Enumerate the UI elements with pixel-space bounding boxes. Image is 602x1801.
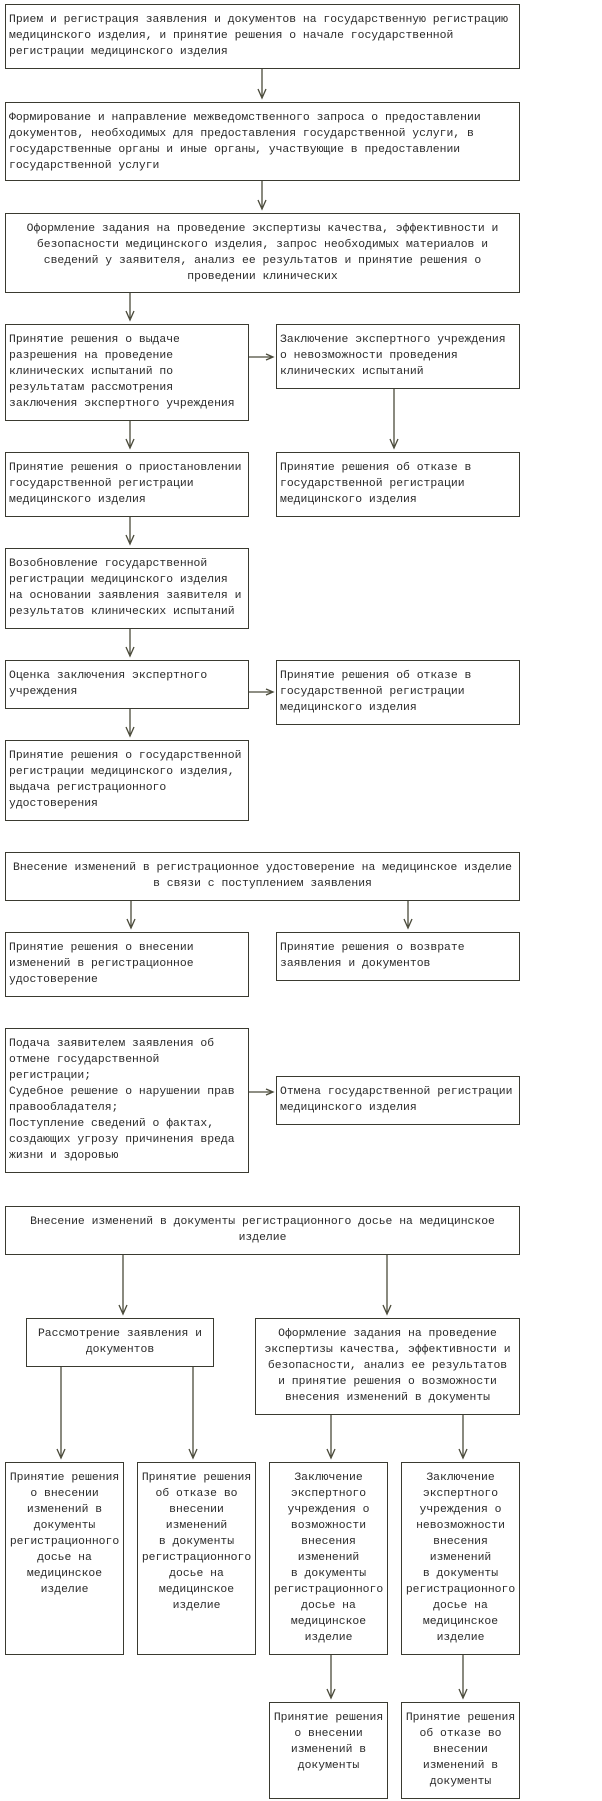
step-clinical-trials-permit: Принятие решения о выдаче разрешения на … bbox=[5, 324, 249, 421]
step-certificate-changes: Внесение изменений в регистрационное удо… bbox=[5, 852, 520, 901]
step-dossier-expertise-task: Оформление задания на проведение эксперт… bbox=[255, 1318, 520, 1415]
step-refuse-document-changes: Принятие решения об отказе во внесении и… bbox=[401, 1702, 520, 1799]
step-expertise-task: Оформление задания на проведение эксперт… bbox=[5, 213, 520, 293]
step-grant-registration: Принятие решения о государственной регис… bbox=[5, 740, 249, 821]
step-refuse-registration-1: Принятие решения об отказе в государстве… bbox=[276, 452, 520, 517]
step-dossier-changes: Внесение изменений в документы регистрац… bbox=[5, 1206, 520, 1255]
step-refuse-registration-2: Принятие решения об отказе в государстве… bbox=[276, 660, 520, 725]
step-receive-application: Прием и регистрация заявления и документ… bbox=[5, 4, 520, 69]
step-decide-dossier-changes: Принятие решения о внесении изменений в … bbox=[5, 1462, 124, 1655]
step-decide-certificate-changes: Принятие решения о внесении изменений в … bbox=[5, 932, 249, 997]
step-resume-registration: Возобновление государственной регистраци… bbox=[5, 548, 249, 629]
arrow-lines bbox=[56, 68, 468, 1700]
step-return-documents: Принятие решения о возврате заявления и … bbox=[276, 932, 520, 981]
step-review-application: Рассмотрение заявления и документов bbox=[26, 1318, 214, 1367]
step-decide-document-changes: Принятие решения о внесении изменений в … bbox=[269, 1702, 388, 1799]
step-expert-possible-changes: Заключение экспертного учреждения о возм… bbox=[269, 1462, 388, 1655]
step-expert-impossible-trials: Заключение экспертного учреждения о нево… bbox=[276, 324, 520, 389]
step-refuse-dossier-changes: Принятие решения об отказе во внесении и… bbox=[137, 1462, 256, 1655]
step-interagency-request: Формирование и направление межведомствен… bbox=[5, 102, 520, 181]
step-cancellation-grounds: Подача заявителем заявления об отмене го… bbox=[5, 1028, 249, 1173]
step-cancel-registration: Отмена государственной регистрации медиц… bbox=[276, 1076, 520, 1125]
step-evaluate-conclusion: Оценка заключения экспертного учреждения bbox=[5, 660, 249, 709]
step-suspend-registration: Принятие решения о приостановлении госуд… bbox=[5, 452, 249, 517]
step-expert-impossible-changes: Заключение экспертного учреждения о нево… bbox=[401, 1462, 520, 1655]
